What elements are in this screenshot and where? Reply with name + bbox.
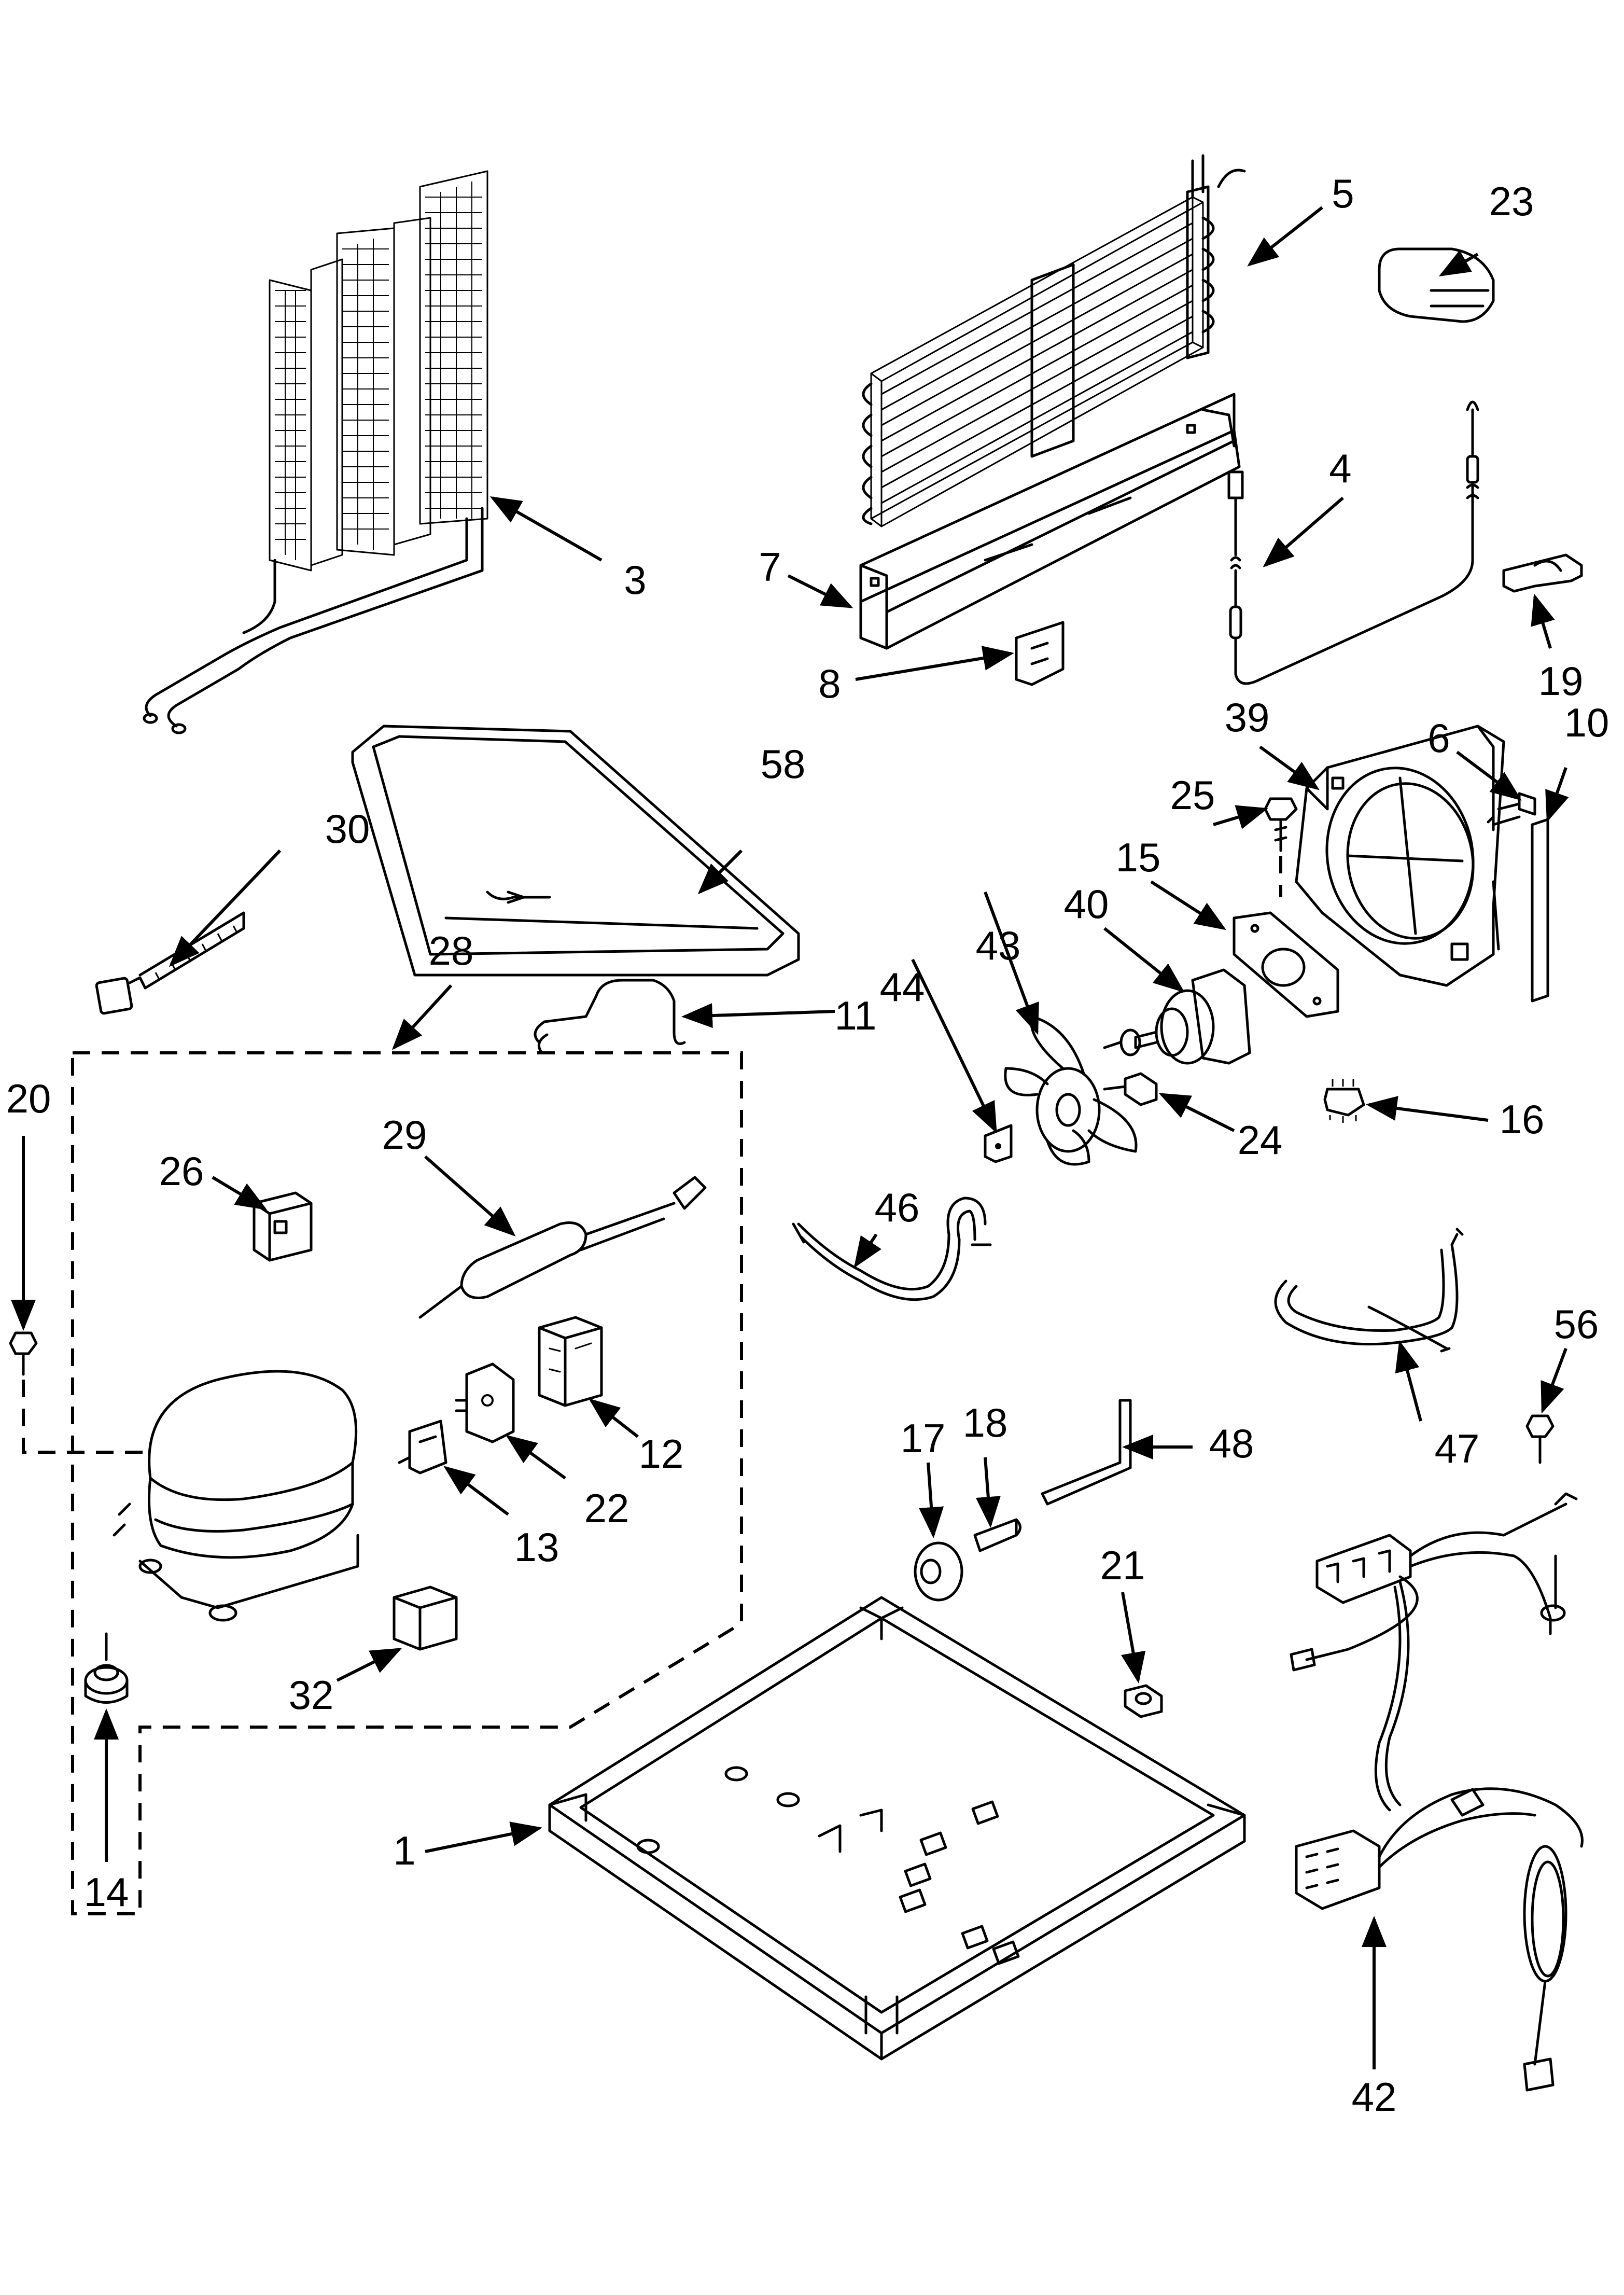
- callout-7: 7: [759, 544, 781, 590]
- roller-wheel-part: [914, 1541, 963, 1602]
- overload-26-part: [253, 1191, 313, 1262]
- base-frame-part: [548, 1596, 1246, 2061]
- grommet-part: [1323, 1079, 1365, 1123]
- callout-19: 19: [1538, 658, 1584, 704]
- callout-30: 30: [325, 806, 370, 852]
- overload-22-part: [455, 1362, 515, 1443]
- callout-20: 20: [6, 1076, 51, 1121]
- callout-28: 28: [429, 928, 474, 973]
- grommet-14-part: [84, 1632, 129, 1704]
- tube-clamp-part: [1502, 553, 1583, 593]
- compressor-group-outline: [71, 1051, 743, 1915]
- callout-46: 46: [875, 1185, 920, 1230]
- terminal-connector-part: [398, 1420, 447, 1475]
- fan-blade-part: [1004, 1015, 1138, 1166]
- screw-6-part: [1487, 792, 1536, 826]
- tube-48-part: [1041, 1399, 1132, 1506]
- callout-11: 11: [835, 993, 877, 1038]
- callout-21: 21: [1100, 1542, 1145, 1588]
- callout-17: 17: [901, 1415, 946, 1461]
- callout-42: 42: [1352, 2074, 1397, 2120]
- callout-labels: 3 5 23 4 7 8 19 39 6 10 25 58 30 15 40 4…: [6, 171, 1609, 2120]
- screw-20-part: [9, 1331, 150, 1454]
- callout-12: 12: [639, 1431, 684, 1477]
- callout-1: 1: [393, 1828, 415, 1873]
- compressor-part: [113, 1370, 359, 1622]
- evaporator-tray-part: [859, 393, 1241, 650]
- fan-motor-part: [1103, 968, 1251, 1065]
- wire-harness-part: [1290, 1492, 1584, 2092]
- callout-leaders: [11, 206, 1569, 2069]
- callout-22: 22: [584, 1485, 629, 1531]
- callout-5: 5: [1332, 171, 1354, 216]
- wire-bracket-part: [534, 979, 686, 1054]
- callout-3: 3: [624, 557, 646, 603]
- callout-14: 14: [84, 1869, 129, 1915]
- callout-32: 32: [289, 1672, 334, 1718]
- callout-13: 13: [514, 1524, 559, 1570]
- thermostat-wire-part: [1227, 400, 1479, 685]
- callout-24: 24: [1238, 1117, 1283, 1163]
- callout-58: 58: [761, 741, 806, 787]
- condenser-coil-part: [143, 170, 488, 734]
- callout-8: 8: [818, 661, 841, 706]
- drain-tube-47-part: [1274, 1228, 1464, 1353]
- callout-39: 39: [1225, 694, 1270, 740]
- callout-56: 56: [1554, 1301, 1599, 1347]
- cable-tie-part: [95, 911, 245, 1015]
- clip-part: [1015, 621, 1065, 686]
- callout-47: 47: [1435, 1426, 1480, 1471]
- callout-40: 40: [1064, 881, 1109, 927]
- cover-cap-part: [1378, 247, 1495, 323]
- evaporator-part: [862, 154, 1246, 527]
- run-capacitor-part: [393, 1585, 458, 1651]
- callout-48: 48: [1209, 1421, 1254, 1466]
- callout-26: 26: [159, 1148, 204, 1194]
- drain-tube-46-part: [792, 1197, 992, 1301]
- foam-strip-part: [1531, 818, 1549, 1003]
- callout-23: 23: [1489, 178, 1534, 224]
- callout-18: 18: [963, 1400, 1008, 1445]
- callout-43: 43: [976, 923, 1021, 968]
- callout-15: 15: [1116, 834, 1161, 880]
- callout-4: 4: [1329, 446, 1351, 491]
- callout-16: 16: [1500, 1096, 1545, 1142]
- screw-25-part: [1264, 797, 1298, 897]
- callout-10: 10: [1564, 700, 1609, 745]
- callout-44: 44: [880, 964, 925, 1010]
- callout-29: 29: [382, 1112, 427, 1158]
- nut-21-part: [1124, 1684, 1163, 1718]
- nut-24-part: [1103, 1072, 1158, 1106]
- fan-shroud-part: [1295, 725, 1505, 987]
- callout-25: 25: [1170, 772, 1215, 818]
- retainer-clip-part: [984, 1124, 1013, 1163]
- capacitor-part: [418, 1176, 707, 1319]
- axle-pin-part: [973, 1518, 1021, 1552]
- screw-56-part: [1525, 1414, 1555, 1464]
- drain-pan-part: [351, 725, 800, 977]
- start-relay-part: [538, 1316, 603, 1407]
- mount-plate-part: [1233, 911, 1339, 1018]
- callout-6: 6: [1427, 715, 1450, 761]
